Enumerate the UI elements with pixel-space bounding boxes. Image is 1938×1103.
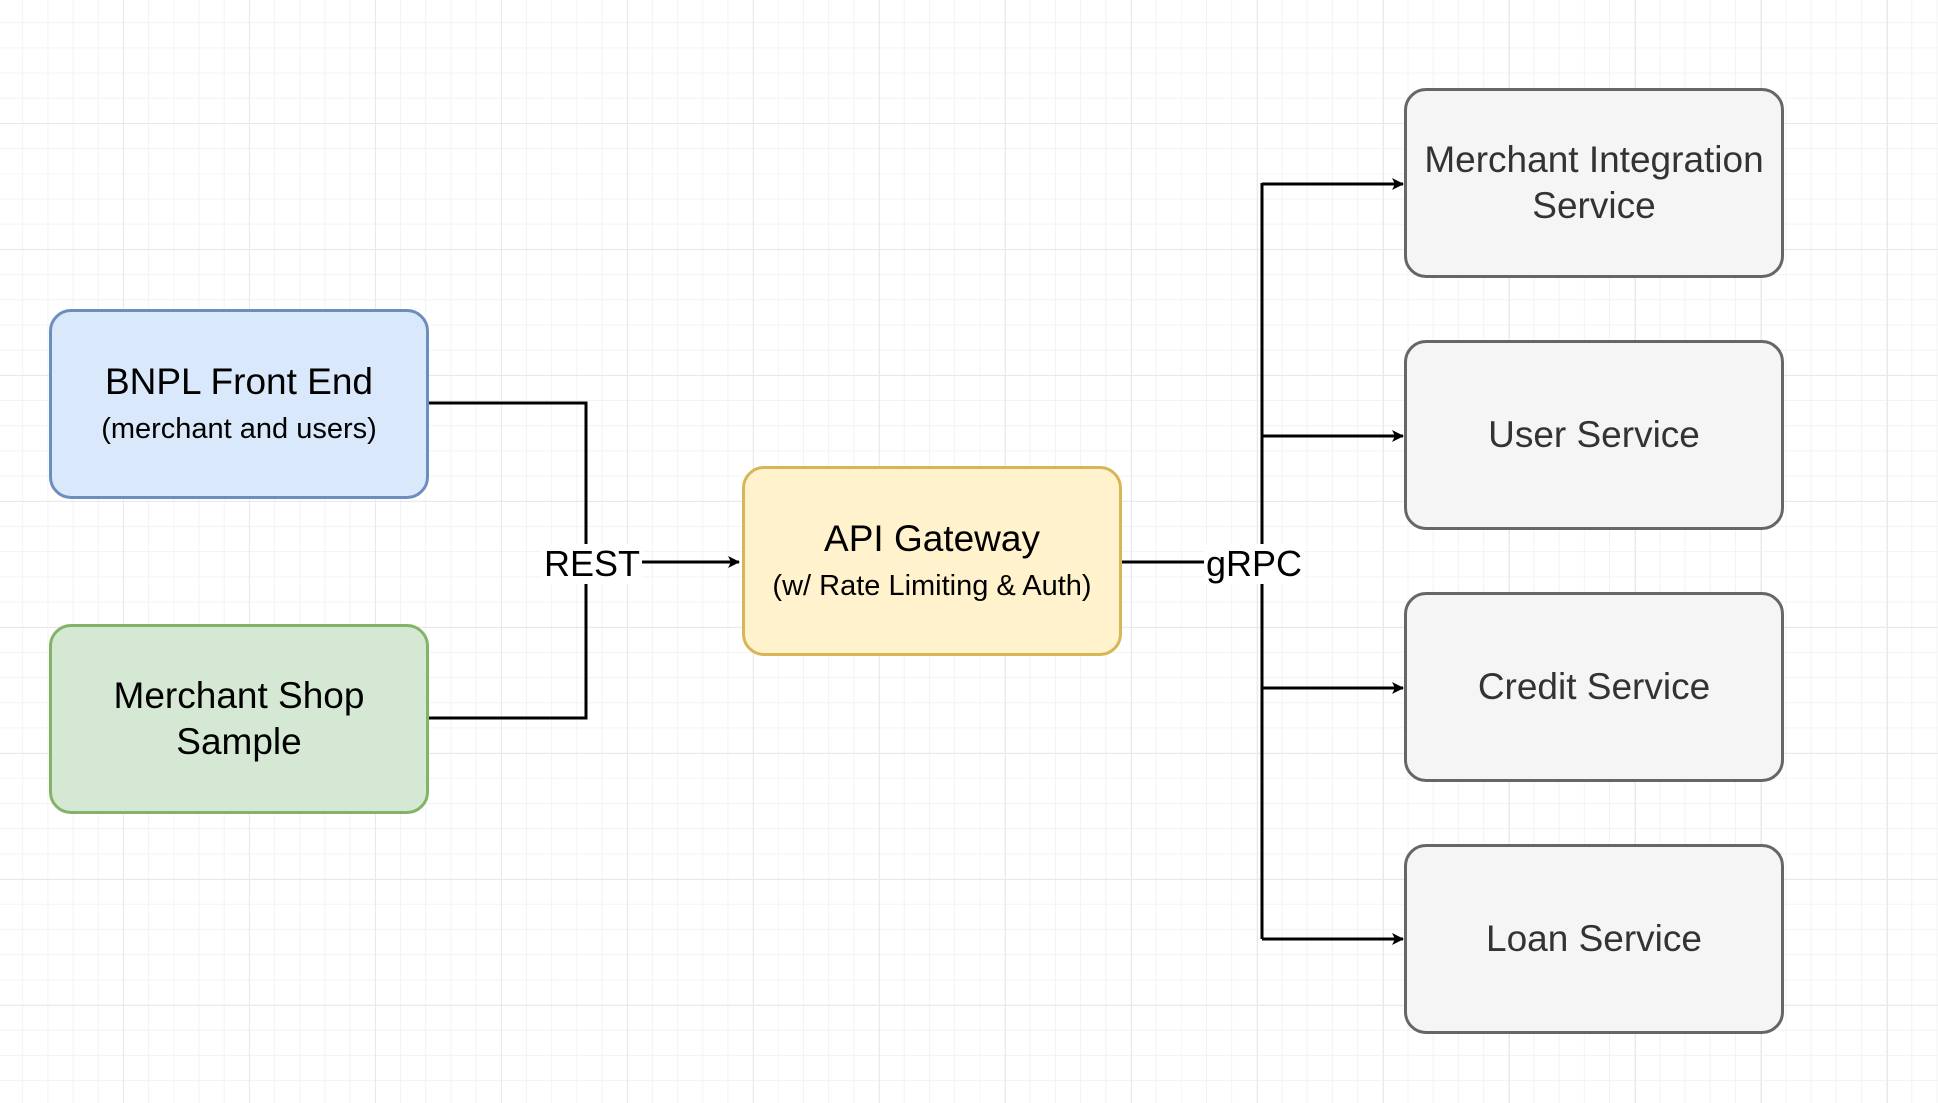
frontend-node[interactable]: BNPL Front End (merchant and users): [49, 309, 429, 499]
merchant-integration-line2: Service: [1532, 185, 1656, 226]
edge-frontend-to-rest: [429, 401, 588, 563]
loan-service-node[interactable]: Loan Service: [1404, 844, 1784, 1034]
user-service-node[interactable]: User Service: [1404, 340, 1784, 530]
rest-edge-label: REST: [542, 543, 643, 584]
gateway-node[interactable]: API Gateway (w/ Rate Limiting & Auth): [742, 466, 1122, 656]
merchant-integration-service-node[interactable]: Merchant Integration Service: [1404, 88, 1784, 278]
frontend-subtitle: (merchant and users): [101, 413, 377, 445]
shop-title-line1: Merchant Shop: [113, 675, 365, 716]
credit-service-node[interactable]: Credit Service: [1404, 592, 1784, 782]
loan-service-label: Loan Service: [1486, 918, 1702, 959]
gateway-subtitle: (w/ Rate Limiting & Auth): [772, 570, 1092, 602]
grpc-edge-label: gRPC: [1204, 543, 1305, 584]
user-service-label: User Service: [1488, 414, 1700, 455]
merchant-integration-line1: Merchant Integration: [1424, 139, 1764, 180]
frontend-title: BNPL Front End: [104, 361, 374, 402]
gateway-title: API Gateway: [824, 518, 1040, 559]
shop-title-line2: Sample: [176, 721, 302, 762]
edge-shop-to-rest: [429, 563, 588, 720]
credit-service-label: Credit Service: [1477, 666, 1711, 707]
shop-node[interactable]: Merchant Shop Sample: [49, 624, 429, 814]
